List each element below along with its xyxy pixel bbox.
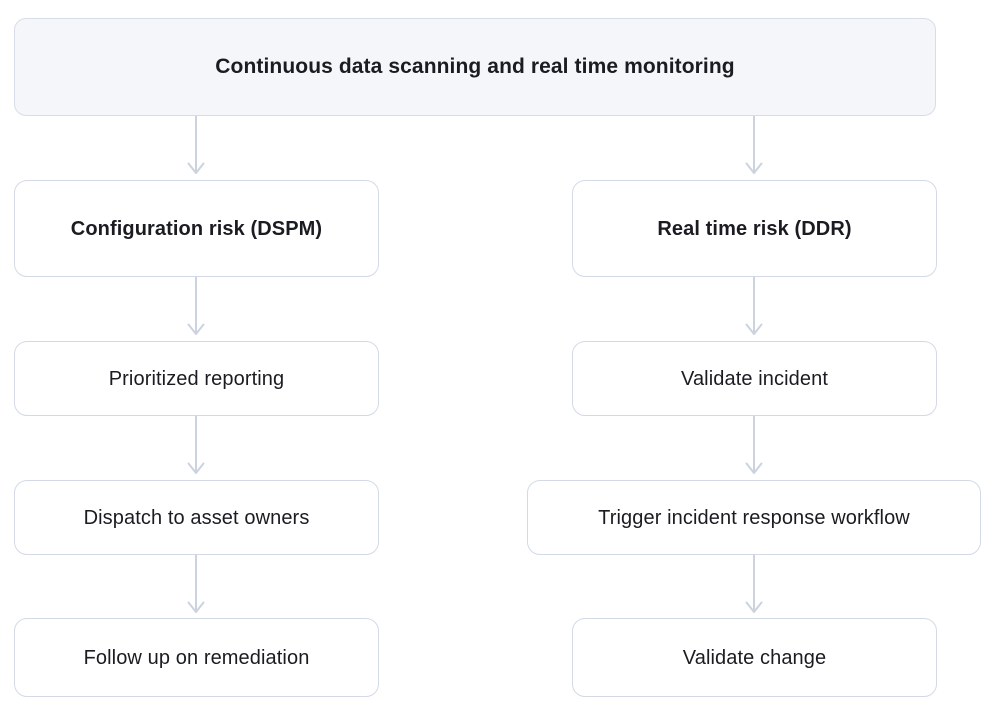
arrow-down-icon (187, 555, 205, 613)
arrow-down-icon (745, 555, 763, 613)
node-configuration-risk-dspm: Configuration risk (DSPM) (14, 180, 379, 277)
arrow-down-icon (187, 277, 205, 335)
arrow-down-icon (187, 116, 205, 174)
arrow-down-icon (745, 116, 763, 174)
node-label: Configuration risk (DSPM) (70, 217, 323, 240)
node-label: Continuous data scanning and real time m… (215, 55, 735, 79)
node-label: Real time risk (DDR) (657, 217, 852, 240)
arrow-down-icon (745, 277, 763, 335)
connector-configuration-risk-to-prioritized-reporting (186, 277, 206, 341)
connector-validate-incident-to-trigger-workflow (744, 416, 764, 480)
node-dispatch-to-asset-owners: Dispatch to asset owners (14, 480, 379, 555)
node-label: Validate incident (681, 367, 828, 390)
node-label: Prioritized reporting (108, 367, 285, 390)
connector-real-time-risk-to-validate-incident (744, 277, 764, 341)
node-validate-change: Validate change (572, 618, 937, 697)
node-validate-incident: Validate incident (572, 341, 937, 416)
connector-dispatch-to-follow-up (186, 555, 206, 619)
node-label: Validate change (682, 646, 827, 669)
connector-root-to-configuration-risk (186, 116, 206, 180)
arrow-down-icon (187, 416, 205, 474)
node-root-continuous-monitoring: Continuous data scanning and real time m… (14, 18, 936, 116)
node-label: Trigger incident response workflow (598, 506, 910, 529)
node-prioritized-reporting: Prioritized reporting (14, 341, 379, 416)
connector-root-to-real-time-risk (744, 116, 764, 180)
node-trigger-incident-response-workflow: Trigger incident response workflow (527, 480, 981, 555)
node-label: Dispatch to asset owners (83, 506, 310, 529)
node-real-time-risk-ddr: Real time risk (DDR) (572, 180, 937, 277)
node-follow-up-on-remediation: Follow up on remediation (14, 618, 379, 697)
connector-prioritized-reporting-to-dispatch (186, 416, 206, 480)
connector-trigger-workflow-to-validate-change (744, 555, 764, 619)
arrow-down-icon (745, 416, 763, 474)
node-label: Follow up on remediation (83, 646, 310, 669)
